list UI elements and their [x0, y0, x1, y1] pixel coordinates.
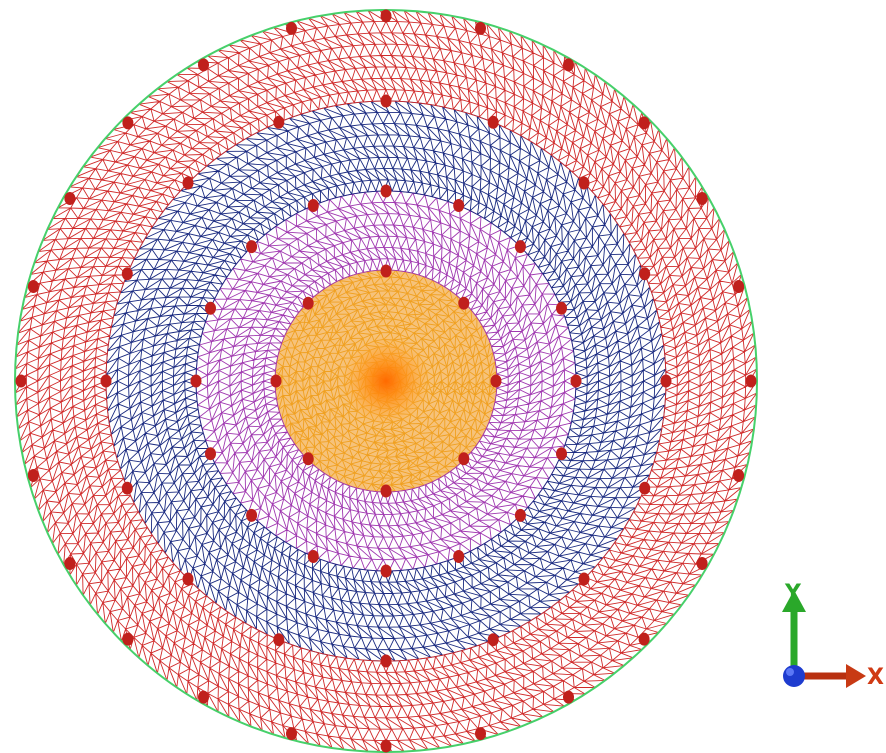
mesh-node: [27, 280, 39, 293]
mesh-node: [307, 550, 319, 563]
mesh-node: [578, 572, 590, 586]
mesh-node: [639, 267, 651, 281]
mesh-node: [475, 21, 486, 35]
core-center-glow: [340, 335, 432, 427]
mesh-node: [490, 374, 502, 388]
mesh-node: [458, 452, 470, 466]
mesh-node: [639, 481, 651, 495]
mesh-node: [27, 469, 39, 482]
mesh-node: [380, 484, 392, 498]
mesh-node: [380, 264, 392, 278]
y-axis-label: Y: [784, 581, 802, 606]
mesh-node: [273, 115, 285, 129]
mesh-node: [380, 9, 392, 23]
mesh-node: [638, 116, 650, 130]
mesh-node: [122, 632, 134, 646]
mesh-node: [556, 301, 567, 315]
mesh-node: [578, 176, 590, 190]
mesh-node: [182, 176, 194, 190]
x-axis-arrowhead: [846, 664, 866, 688]
mesh-node: [660, 374, 672, 388]
mesh-node: [514, 240, 526, 254]
mesh-node: [745, 374, 757, 388]
mesh-node: [563, 58, 574, 72]
axis-triad: Y X: [782, 581, 884, 690]
mesh-node: [121, 267, 133, 281]
mesh-node: [121, 481, 133, 495]
mesh-node: [380, 739, 392, 753]
mesh-node: [100, 374, 112, 388]
mesh-node: [380, 654, 392, 668]
mesh-node: [570, 374, 582, 388]
mesh-node: [246, 508, 258, 522]
mesh-node: [453, 550, 465, 563]
mesh-node: [190, 374, 202, 388]
mesh-node: [302, 296, 314, 310]
mesh-node: [198, 58, 209, 72]
mesh-node: [696, 192, 708, 205]
mesh-node: [563, 690, 574, 704]
mesh-node: [487, 115, 499, 129]
mesh-node: [182, 572, 194, 586]
mesh-node: [15, 374, 27, 388]
mesh-node: [733, 280, 745, 293]
mesh-node: [302, 452, 314, 466]
origin-sphere: [783, 665, 805, 687]
x-axis-label: X: [867, 665, 884, 690]
mesh-node: [475, 727, 486, 741]
y-axis-arrowhead: [782, 590, 806, 612]
mesh-node: [733, 469, 745, 482]
mesh-node: [696, 557, 708, 570]
mesh-node: [64, 192, 76, 205]
mesh-node: [638, 632, 650, 646]
mesh-node: [453, 199, 465, 212]
mesh-node: [246, 240, 258, 254]
mesh-node: [122, 116, 134, 130]
mesh-node: [273, 633, 285, 647]
mesh-node: [487, 633, 499, 647]
mesh-node: [514, 508, 526, 522]
mesh-node: [380, 564, 392, 578]
mesh-node: [205, 447, 216, 461]
origin-sphere-highlight: [786, 668, 794, 676]
mesh-nodes: [15, 9, 757, 753]
mesh-node: [307, 199, 319, 212]
mesh-node: [380, 94, 392, 108]
mesh-node: [64, 557, 76, 570]
mesh-node: [286, 21, 297, 35]
mesh-node: [270, 374, 282, 388]
mesh-node: [556, 447, 567, 461]
mesh-node: [198, 690, 209, 704]
mesh-node: [380, 184, 392, 198]
mesh-node: [205, 301, 216, 315]
mesh-node: [286, 727, 297, 741]
mesh-node: [458, 296, 470, 310]
